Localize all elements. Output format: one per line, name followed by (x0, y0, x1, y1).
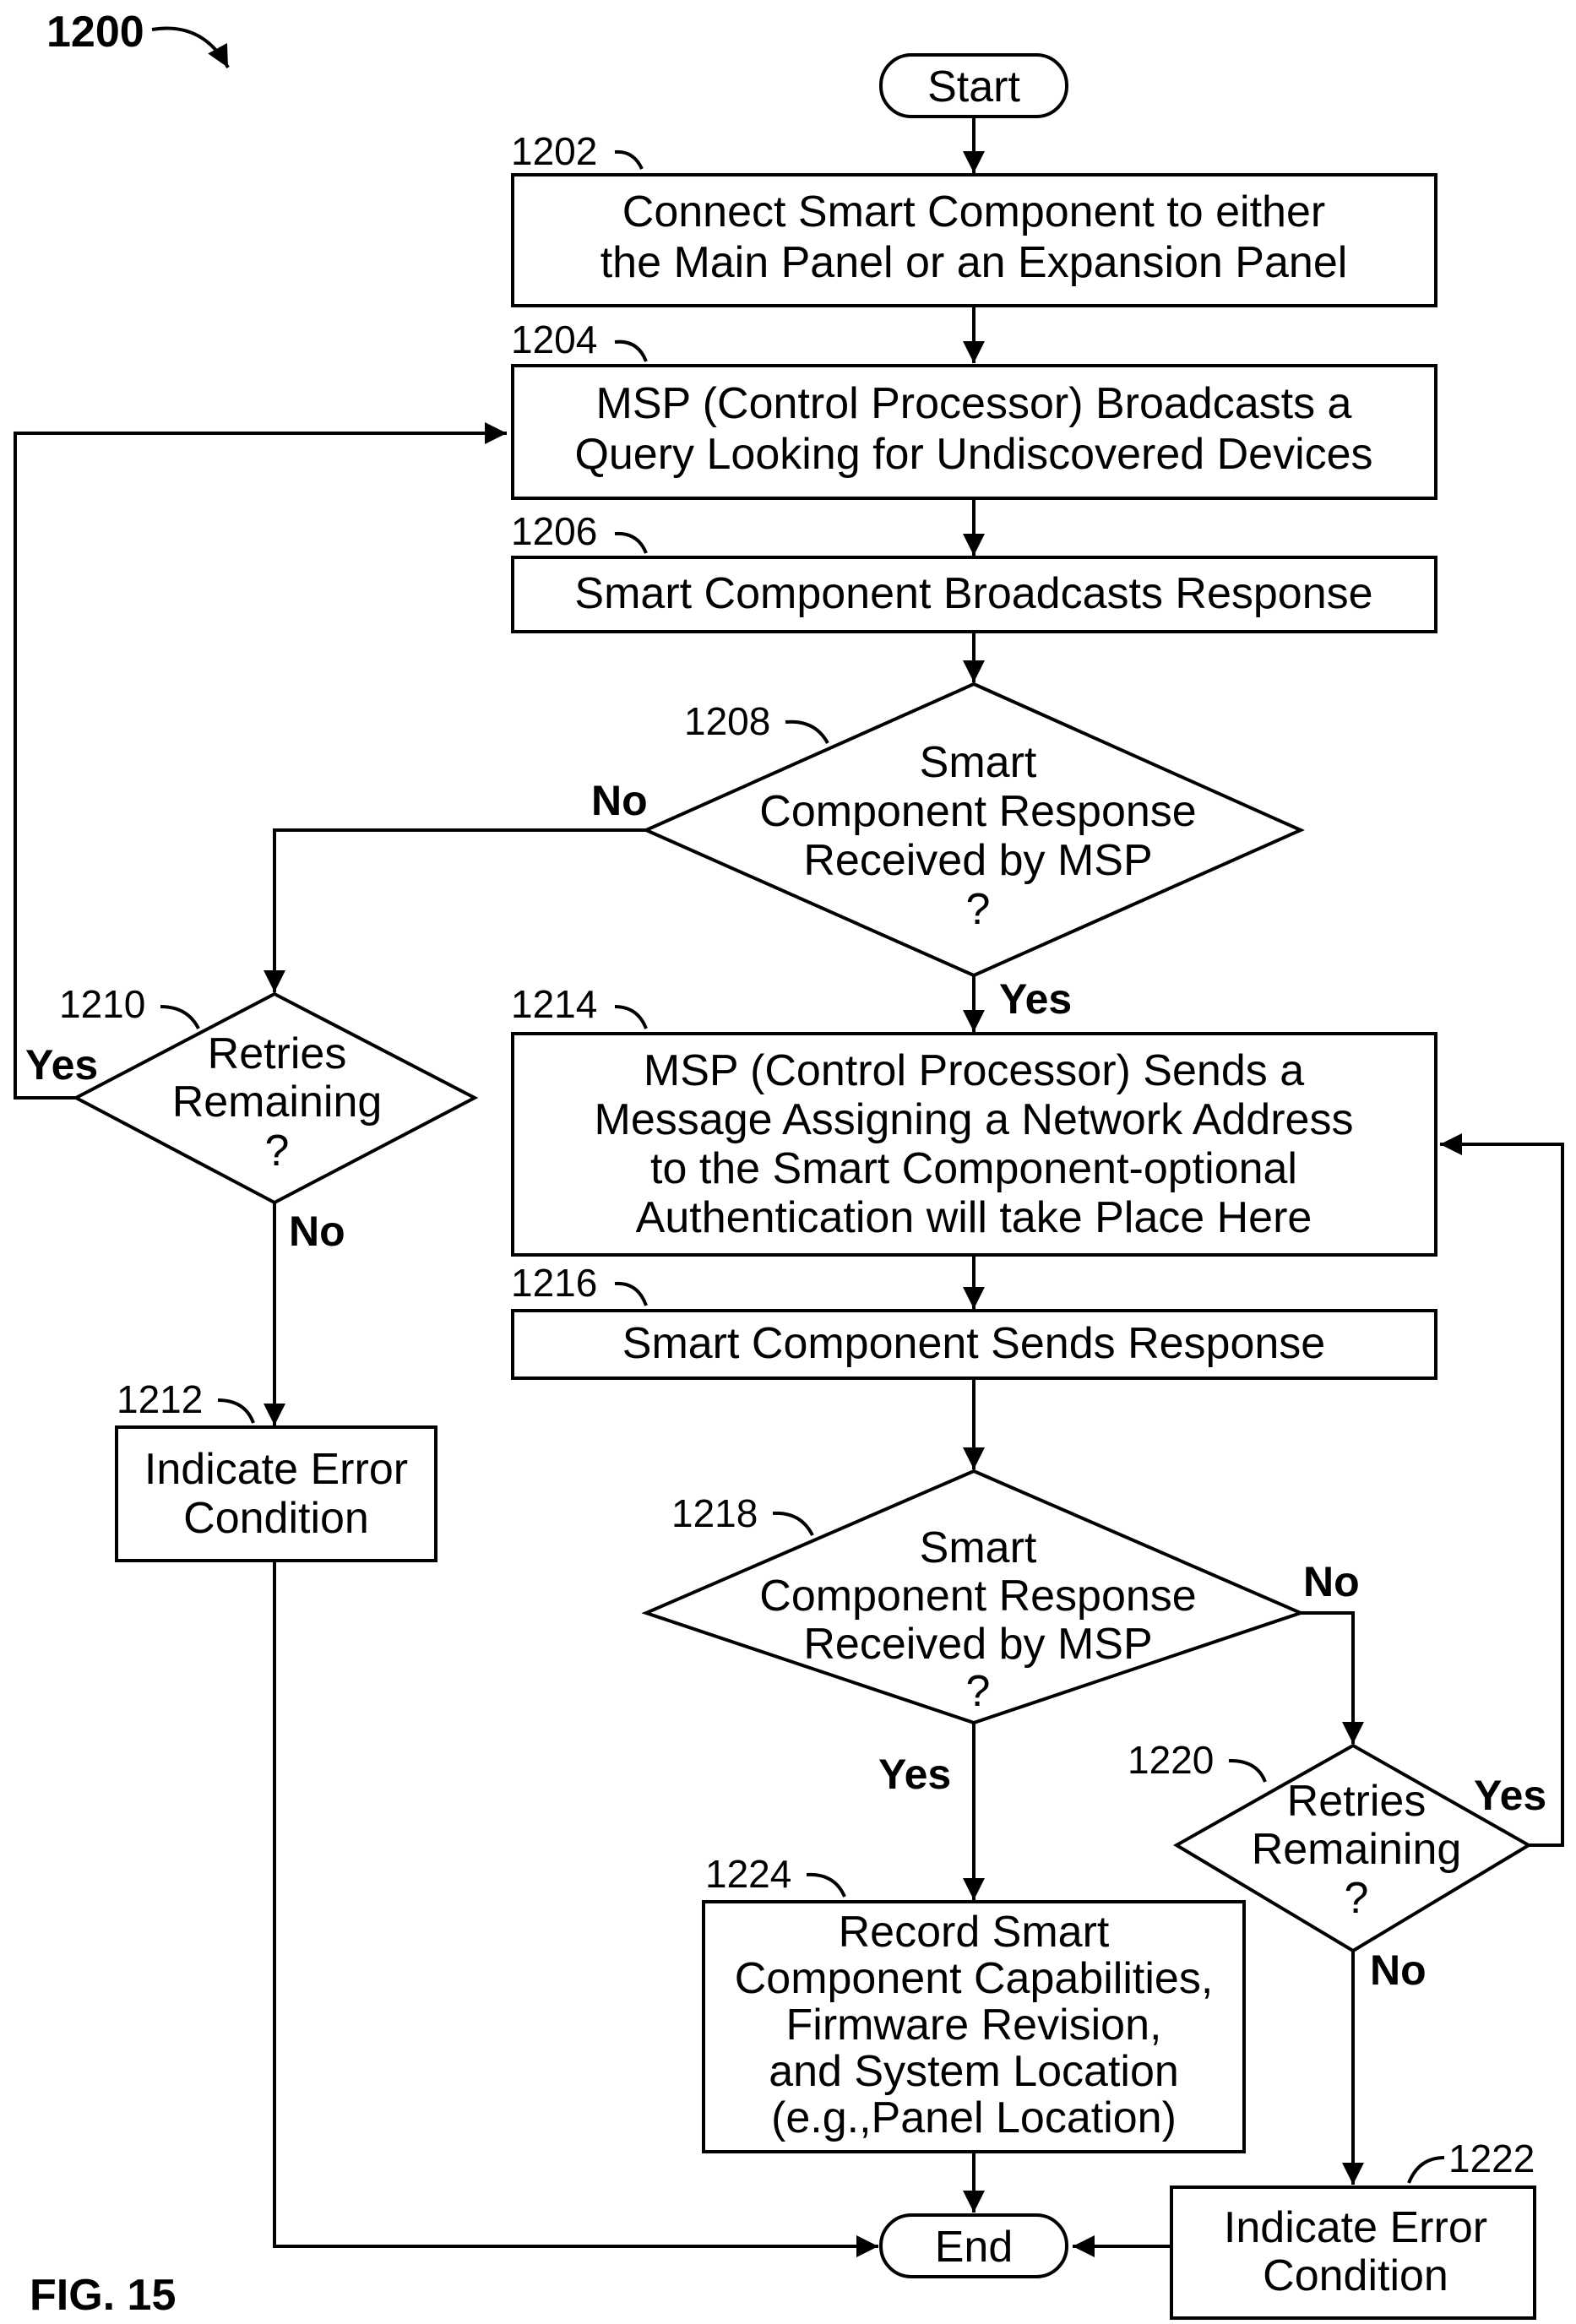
label-1210-no: No (289, 1208, 345, 1255)
edge-1220-yes-1214 (1440, 1144, 1562, 1845)
start-terminal: Start (881, 55, 1067, 117)
decision-1220-line2: Remaining (1252, 1825, 1462, 1874)
figure-number: 1200 (46, 8, 144, 57)
step-1224-line5: (e.g.,Panel Location) (771, 2093, 1177, 2142)
ref-1222: 1222 (1448, 2137, 1535, 2180)
step-1202-line2: the Main Panel or an Expansion Panel (601, 238, 1348, 287)
decision-1220-line1: Retries (1287, 1777, 1427, 1826)
ref-1206: 1206 (511, 509, 597, 553)
ref-1218: 1218 (671, 1491, 758, 1535)
label-1218-yes: Yes (878, 1751, 951, 1798)
edge-1208-no-1210 (274, 830, 646, 992)
step-1212-line2: Condition (183, 1494, 369, 1543)
ref-1222-leader (1409, 2158, 1444, 2183)
ref-1210: 1210 (59, 982, 145, 1026)
decision-1218-line3: Received by MSP (803, 1620, 1152, 1669)
label-1210-yes: Yes (25, 1041, 98, 1089)
step-1222-line2: Condition (1263, 2251, 1448, 2300)
decision-1208-line1: Smart (920, 738, 1037, 787)
ref-1224: 1224 (705, 1852, 791, 1896)
step-1212: Indicate Error Condition (117, 1427, 436, 1561)
decision-1208-line2: Component Response (759, 787, 1196, 836)
ref-1210-leader (160, 1007, 198, 1029)
step-1222: Indicate Error Condition (1171, 2187, 1535, 2318)
step-1224-line4: and System Location (769, 2047, 1179, 2096)
step-1204-line1: MSP (Control Processor) Broadcasts a (596, 379, 1352, 428)
decision-1218-line4: ? (966, 1667, 991, 1716)
step-1224-line1: Record Smart (839, 1908, 1110, 1957)
label-1208-yes: Yes (999, 975, 1072, 1023)
step-1214-line2: Message Assigning a Network Address (595, 1095, 1354, 1144)
ref-1224-leader (807, 1875, 845, 1897)
ref-1212-leader (218, 1400, 253, 1423)
ref-1212: 1212 (117, 1377, 203, 1421)
decision-1218-line2: Component Response (759, 1572, 1196, 1621)
step-1224: Record Smart Component Capabilities, Fir… (704, 1902, 1244, 2152)
ref-1220-leader (1229, 1761, 1265, 1782)
ref-1204-leader (615, 342, 646, 361)
start-label: Start (927, 62, 1020, 111)
ref-1216-leader (615, 1284, 646, 1306)
step-1204: MSP (Control Processor) Broadcasts a Que… (513, 366, 1436, 498)
label-1208-no: No (591, 777, 648, 824)
ref-1202-leader (615, 152, 642, 169)
decision-1208-line3: Received by MSP (803, 836, 1152, 885)
step-1206-line1: Smart Component Broadcasts Response (574, 569, 1372, 618)
ref-1208: 1208 (684, 699, 770, 743)
step-1216-line1: Smart Component Sends Response (622, 1319, 1325, 1368)
ref-1206-leader (615, 534, 646, 553)
end-label: End (935, 2223, 1014, 2272)
decision-1210-line1: Retries (208, 1029, 347, 1078)
step-1212-line1: Indicate Error (144, 1445, 408, 1494)
step-1206: Smart Component Broadcasts Response (513, 557, 1436, 632)
ref-1220: 1220 (1128, 1738, 1214, 1782)
ref-1214: 1214 (511, 982, 597, 1026)
ref-1204: 1204 (511, 318, 597, 361)
step-1224-line3: Firmware Revision, (786, 2001, 1162, 2050)
ref-1218-leader (773, 1513, 812, 1535)
step-1222-line1: Indicate Error (1224, 2203, 1487, 2252)
figure-caption: FIG. 15 (30, 2271, 176, 2320)
decision-1218-line1: Smart (920, 1523, 1037, 1572)
step-1202-line1: Connect Smart Component to either (622, 187, 1325, 236)
step-1202: Connect Smart Component to either the Ma… (513, 175, 1436, 306)
decision-1210-line2: Remaining (172, 1078, 383, 1127)
ref-1202: 1202 (511, 129, 597, 173)
decision-1208-line4: ? (966, 885, 991, 934)
step-1214-line1: MSP (Control Processor) Sends a (644, 1046, 1304, 1095)
ref-1214-leader (615, 1007, 646, 1029)
edge-1218-no-1220 (1301, 1613, 1353, 1744)
step-1216: Smart Component Sends Response (513, 1311, 1436, 1378)
decision-1220-line3: ? (1345, 1874, 1369, 1923)
label-1220-no: No (1370, 1947, 1427, 1994)
step-1214-line3: to the Smart Component-optional (650, 1144, 1297, 1193)
step-1214-line4: Authentication will take Place Here (636, 1193, 1312, 1242)
label-1220-yes: Yes (1474, 1772, 1546, 1819)
end-terminal: End (881, 2215, 1067, 2277)
figure-pointer-arrow (152, 28, 228, 68)
step-1214: MSP (Control Processor) Sends a Message … (513, 1034, 1436, 1255)
label-1218-no: No (1303, 1558, 1360, 1605)
ref-1208-leader (785, 722, 828, 743)
ref-1216: 1216 (511, 1261, 597, 1305)
decision-1210-line3: ? (265, 1127, 290, 1176)
step-1224-line2: Component Capabilities, (735, 1954, 1214, 2003)
step-1204-line2: Query Looking for Undiscovered Devices (574, 430, 1372, 479)
